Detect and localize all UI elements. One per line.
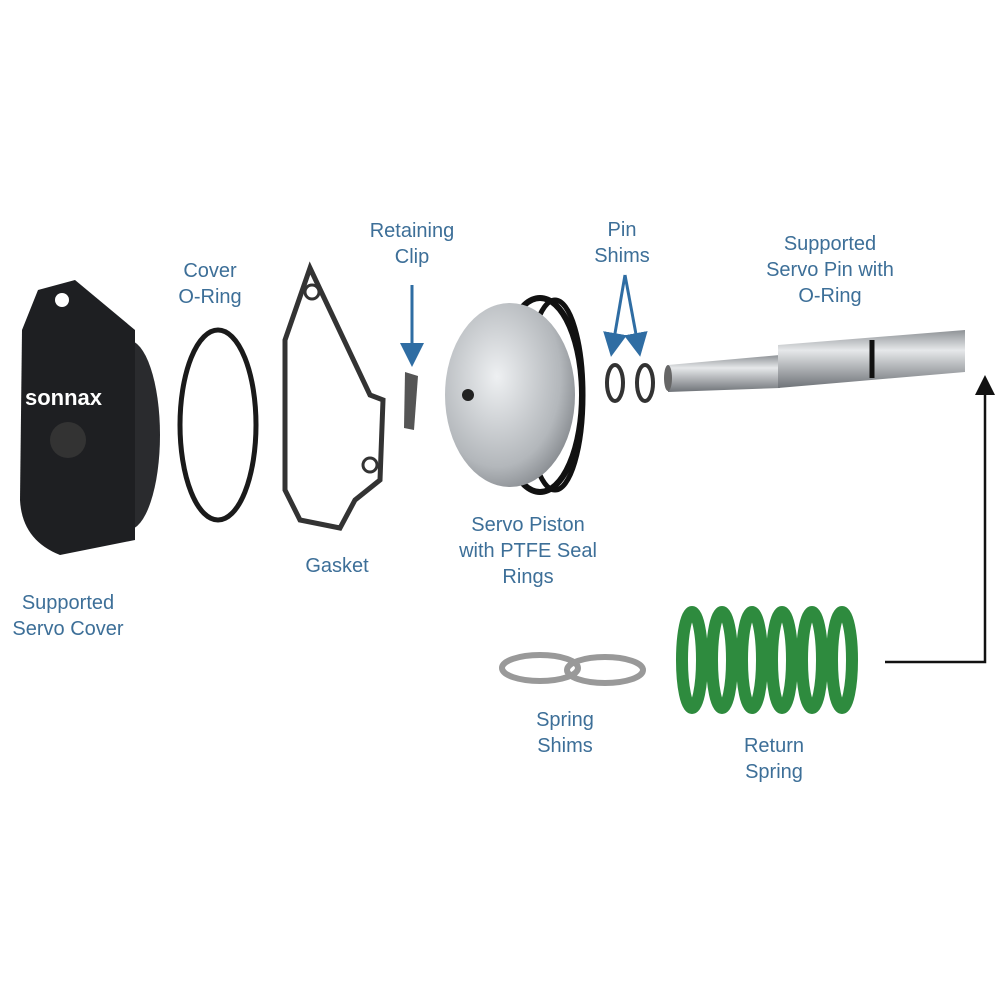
spring-shims [499,652,646,686]
cover-o-ring [177,327,259,523]
servo-piston [445,295,586,495]
label-line: O-Ring [798,285,862,307]
label-line: Gasket [305,555,369,577]
pin-shim [635,363,655,403]
label-line: Cover [183,260,237,282]
label-line: Return [743,735,805,757]
label-line: Shims [537,735,593,757]
label-line: Servo Cover [12,618,124,640]
label-gasket: Gasket [305,553,368,579]
pin-shim [605,363,625,403]
pin-shim-arrow [623,274,648,357]
pin-shim-arrow [603,274,627,357]
label-line: Shims [594,245,650,267]
label-line: Spring [536,709,594,731]
gasket [282,261,386,531]
label-line: Rings [502,566,554,588]
label-line: Clip [394,246,430,268]
label-line: with PTFE Seal [459,540,597,562]
label-line: Retaining [369,220,455,242]
label-line: Servo Piston [471,514,585,536]
servo-cover: sonnax [20,280,160,555]
label-line: O-Ring [178,286,242,308]
return-spring [676,606,858,714]
label-line: Spring [745,761,803,783]
sonnax-logo: sonnax [25,385,103,410]
label-line: Supported [783,233,877,255]
label-line: Pin [607,219,637,241]
label-line: Servo Pin with [766,259,894,281]
label-line: Supported [21,592,115,614]
assembly-arrow [885,375,995,664]
servo-pin [664,330,965,392]
retaining-clip [404,372,418,430]
